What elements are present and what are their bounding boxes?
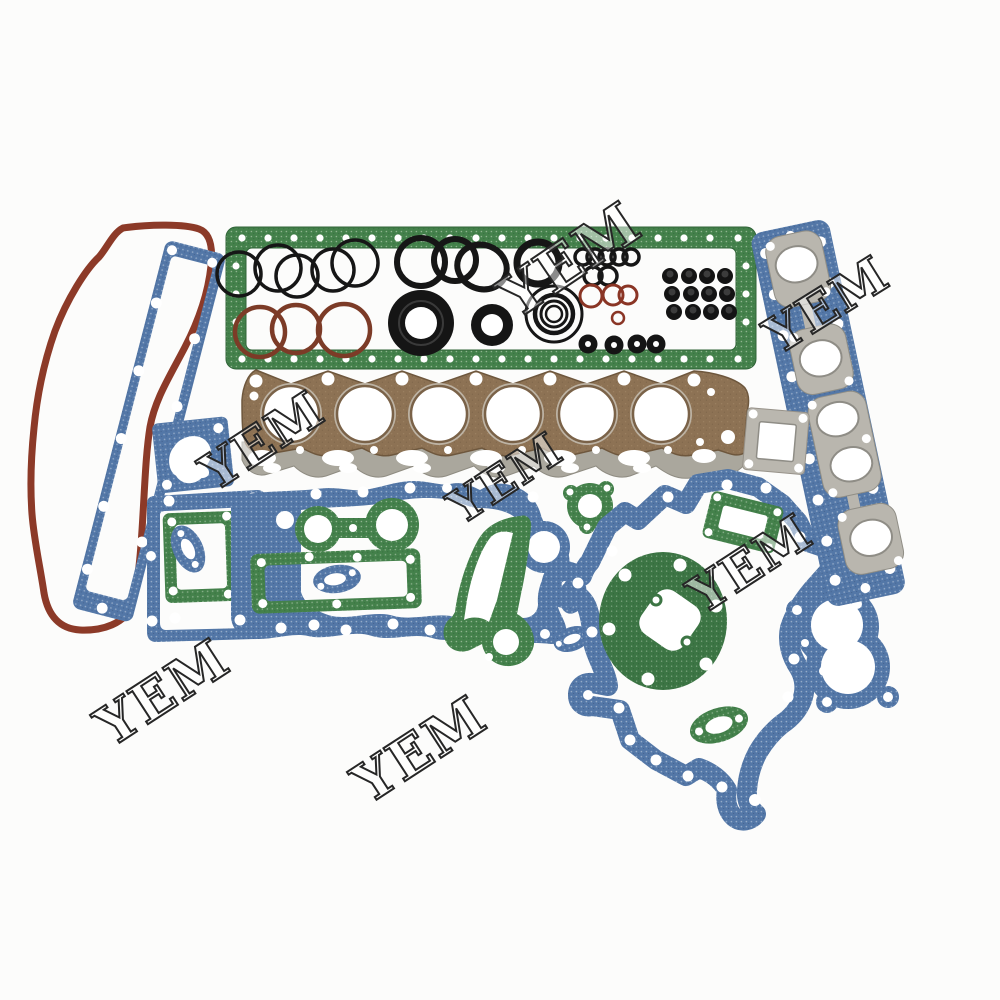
camshaft-oil-seal [471,304,513,346]
thermostat-twin-gasket [295,498,419,552]
rubber-grommets [578,334,666,355]
bolt-holes [602,558,723,686]
brown-o-rings [232,301,373,360]
small-red-o-rings [578,283,639,326]
turbo-mount-gasket [702,491,784,554]
water-pump-gasket [443,515,535,667]
exhaust-port-gaskets [765,230,905,575]
bolt-holes [704,493,782,552]
bolt-holes [572,479,806,806]
bolt-holes [249,372,735,446]
exhaust-manifold-gasket-strip [751,220,905,606]
water-pump-backing-gasket [786,585,899,713]
bolt-holes [256,552,416,609]
flywheel-housing-gasket-disc [599,552,727,690]
turbo-square-gasket [742,407,810,475]
bolt-holes [232,234,750,363]
timing-cover-gasket [541,469,843,831]
crankshaft-oil-seal [388,290,454,356]
bolt-holes [744,409,808,473]
exhaust-flange-oval-gasket [689,706,749,744]
small-o-ring-chain [573,247,641,267]
bypass-flange-gasket [563,481,614,534]
valve-stem-seals [662,268,737,320]
water-outlet-frame [250,548,422,614]
oil-pan-gasket-frame [225,226,757,370]
bolt-holes [765,241,903,566]
cylinder-bores [260,383,692,445]
small-oval-gasket-blue-center [313,564,361,594]
breather-plate-gasket [152,416,234,494]
bolt-holes [167,511,233,599]
black-o-rings-large [215,235,563,299]
valve-cover-rubber-gasket [27,221,216,634]
small-oval-gasket-blue-left [170,525,206,573]
water-passages [248,446,716,473]
cylinder-head-gasket [241,369,750,479]
concentric-seal-rings [524,284,584,344]
